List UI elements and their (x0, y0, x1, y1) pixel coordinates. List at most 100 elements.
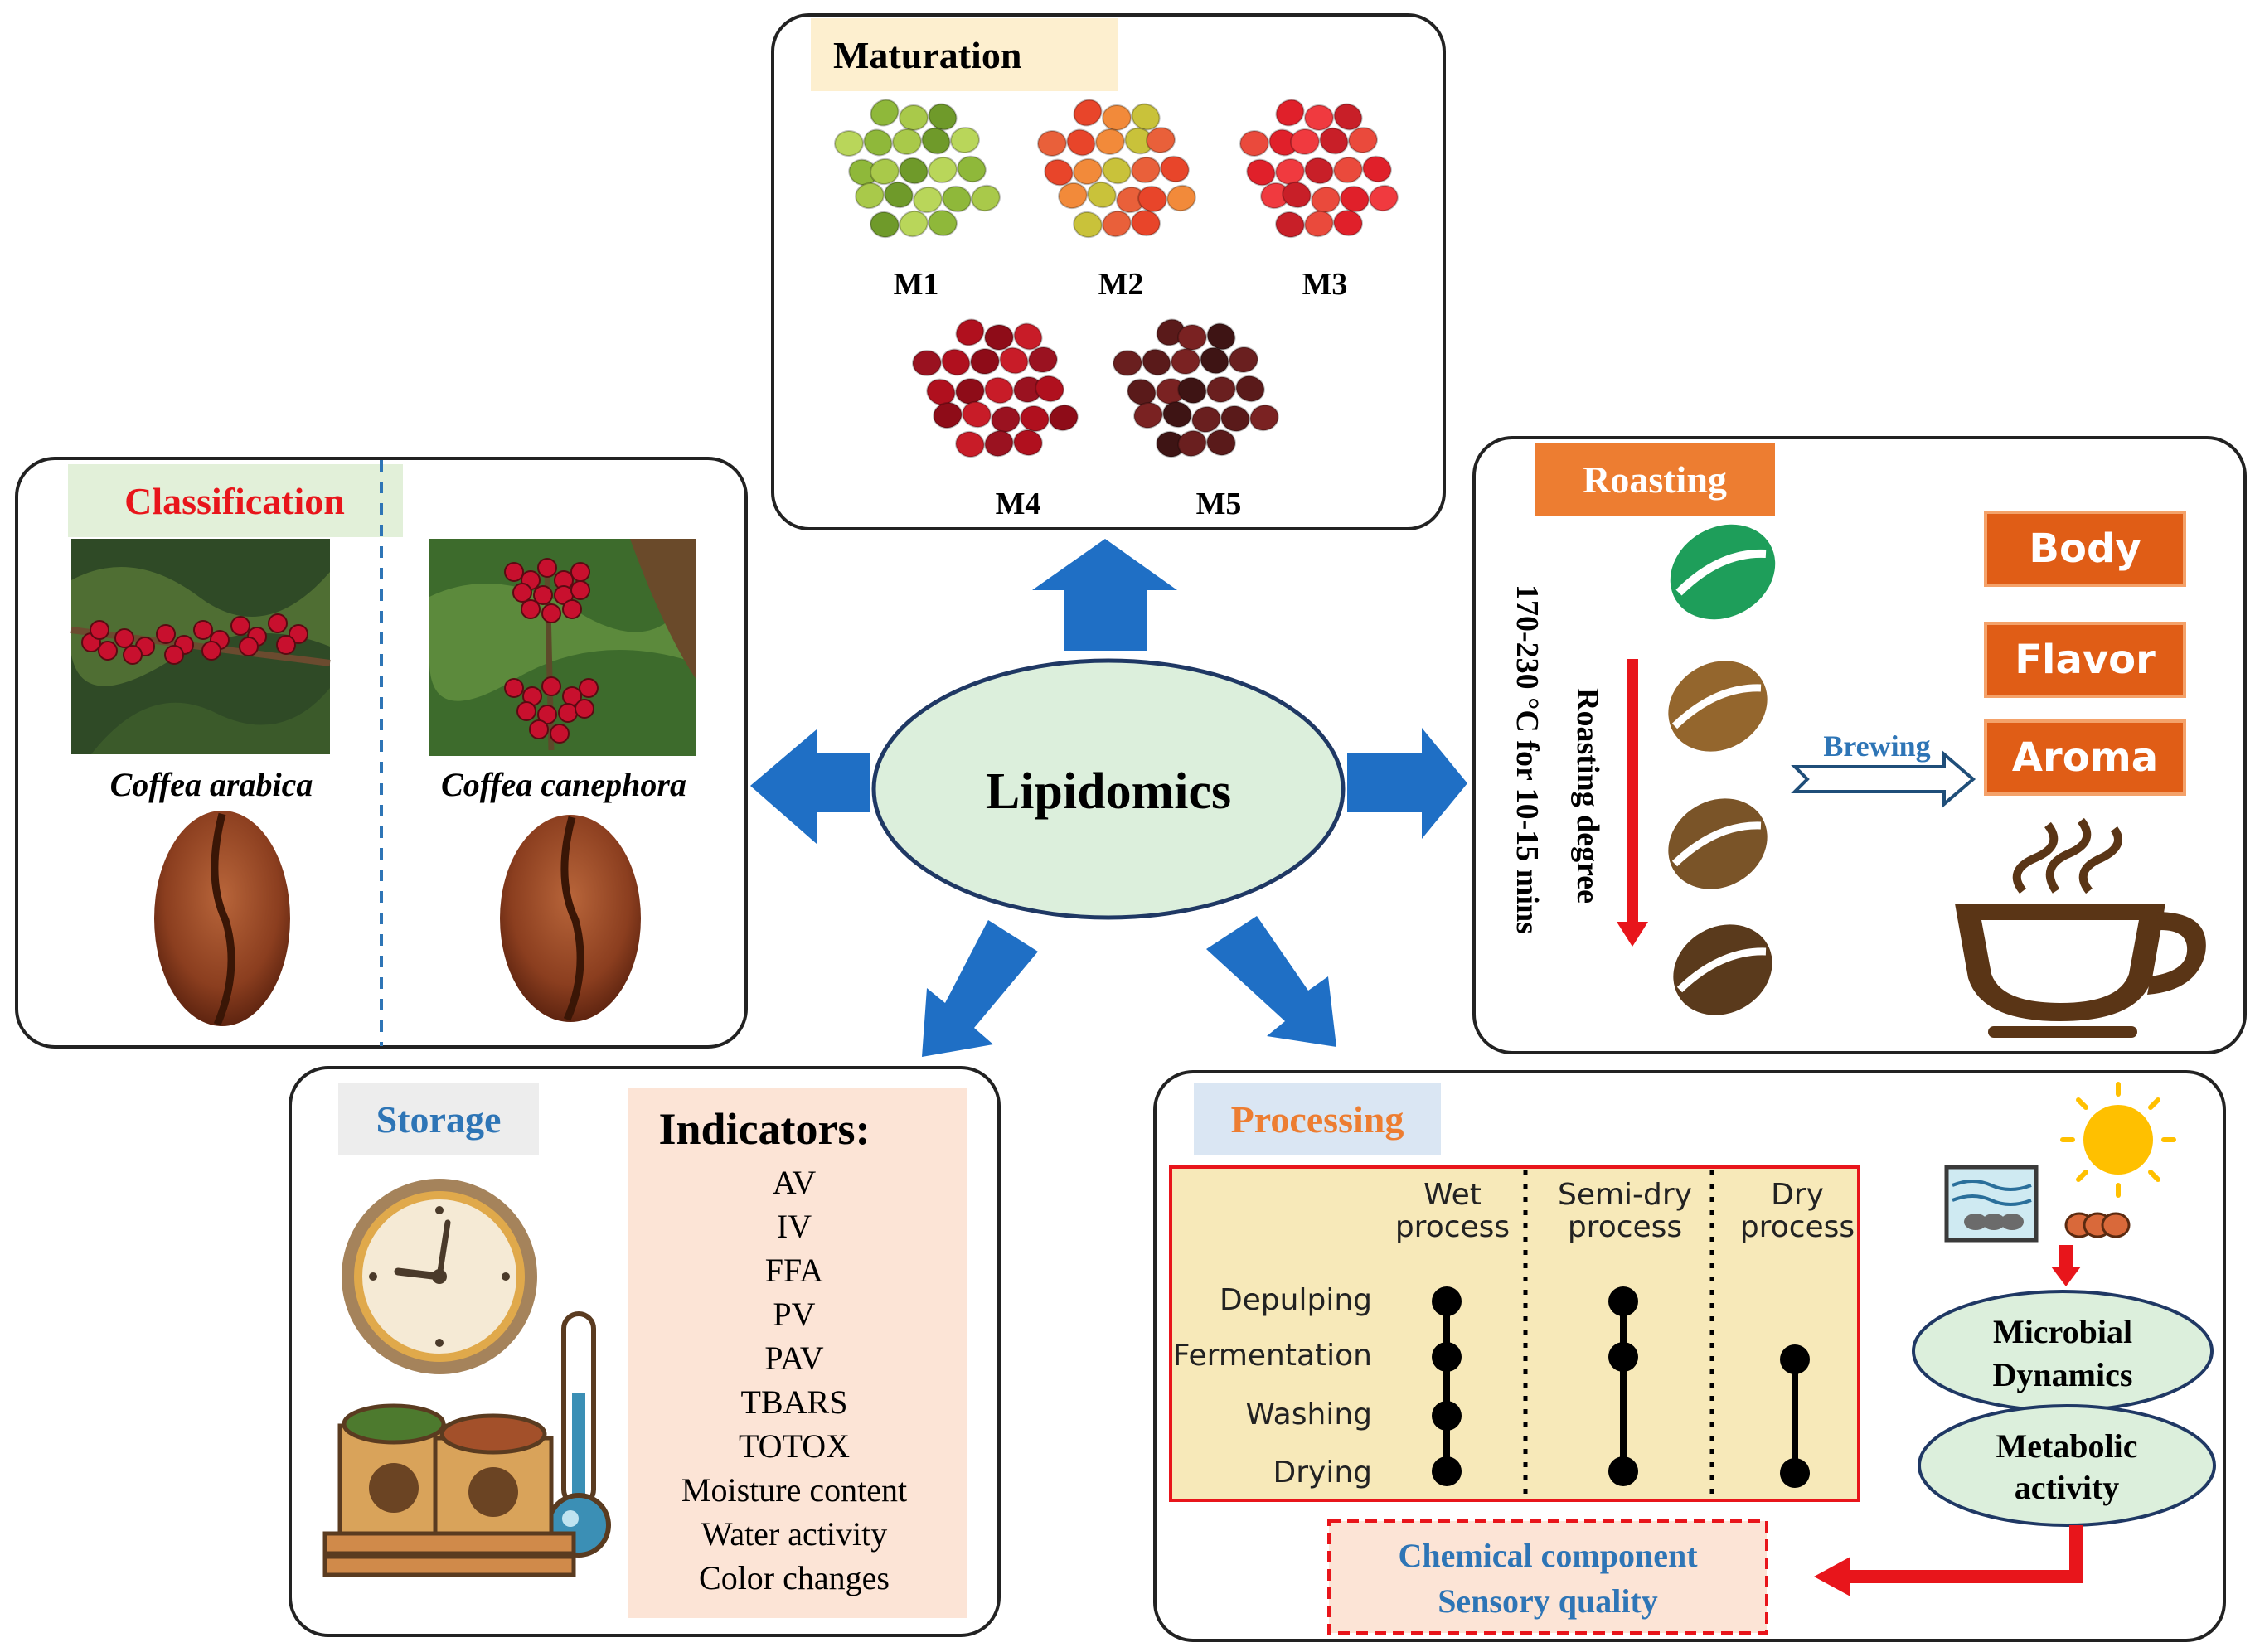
roasting-title-bg (1535, 443, 1775, 516)
cherry-cluster-m5 (1113, 318, 1279, 458)
cherry-cluster-m4 (912, 318, 1079, 458)
outcome-box: Chemical component Sensory quality (1327, 1519, 1768, 1635)
center-label: Lipidomics (986, 763, 1231, 820)
feedback-arrow (1814, 1525, 2083, 1596)
indicator-list: AV IV FFA PV PAV TBARS TOTOX Moisture contentWa… (681, 1164, 907, 1596)
arabica-plant-photo (70, 539, 331, 754)
method-dry-line1: Dry (1771, 1178, 1824, 1212)
step-drying: Drying (1273, 1456, 1373, 1490)
cherry-cluster-m2 (1037, 99, 1196, 239)
indicator-item: Moisture content (681, 1471, 907, 1509)
metabolic-line2: activity (2015, 1469, 2120, 1506)
roasting-degree-arrow (1617, 659, 1648, 947)
green-bean-icon (1670, 524, 1776, 620)
cherry-cluster-m3 (1239, 99, 1399, 239)
semidry-process-steps (1608, 1286, 1638, 1486)
metabolic-activity-node: Metabolic activity (1918, 1404, 2216, 1527)
maturation-title: Maturation (833, 34, 1021, 76)
arabica-bean-image (154, 811, 290, 1026)
indicator-item: IV (777, 1208, 812, 1245)
dark-roast-bean-icon (1673, 924, 1772, 1015)
step-fermentation: Fermentation (1173, 1339, 1372, 1373)
attribute-body: Body (1984, 511, 2186, 587)
step-depulping: Depulping (1220, 1283, 1372, 1317)
medium-roast-bean-icon (1668, 798, 1768, 889)
water-tank-icon (1944, 1165, 2039, 1243)
attribute-flavor: Flavor (1984, 622, 2186, 698)
brewing-label: Brewing (1823, 729, 1930, 763)
center-node: Lipidomics (871, 658, 1346, 920)
indicators-box (628, 1088, 967, 1618)
attribute-aroma: Aroma (1984, 719, 2186, 796)
coffee-sacks-icon (322, 1403, 576, 1577)
roasting-box (1472, 436, 2247, 1054)
step-washing: Washing (1245, 1398, 1372, 1432)
arrow-down-right (1206, 916, 1336, 1047)
roasting-temperature: 170-230 °C for 10-15 mins (1510, 584, 1545, 934)
outcome-sensory: Sensory quality (1438, 1582, 1658, 1620)
roasting-degree-label: Roasting degree (1570, 688, 1605, 904)
light-roast-bean-icon (1668, 661, 1768, 752)
down-arrow-to-microbial (2051, 1245, 2081, 1286)
arrow-left (750, 729, 870, 844)
outcome-chemical: Chemical component (1398, 1537, 1698, 1574)
attribute-body-label: Body (2029, 526, 2141, 572)
processing-title-bg (1194, 1083, 1441, 1155)
stage-label-m3: M3 (1302, 267, 1348, 302)
microbial-line1: Microbial (1993, 1313, 2132, 1350)
cherry-cluster-m1 (834, 99, 1001, 239)
metabolic-line1: Metabolic (1996, 1427, 2137, 1465)
indicator-item: TBARS (741, 1383, 848, 1421)
attribute-flavor-label: Flavor (2015, 637, 2156, 683)
stage-label-m5: M5 (1196, 487, 1242, 521)
classification-title-bg (68, 464, 403, 537)
thermometer-icon (546, 1311, 611, 1558)
indicator-item: AV (773, 1164, 817, 1201)
canephora-bean-image (500, 815, 641, 1022)
indicator-item: FFA (765, 1252, 824, 1289)
canephora-plant-photo (429, 539, 696, 756)
arrow-right (1347, 728, 1467, 839)
species-arabica: Coffea arabica (110, 766, 313, 803)
microbial-line2: Dynamics (1993, 1356, 2133, 1393)
classification-panel: Classification Coffea arabica Coffea can… (15, 457, 748, 1049)
method-wet-line2: process (1395, 1210, 1510, 1244)
storage-title: Storage (376, 1098, 502, 1141)
maturation-panel: Maturation M1 M2 M3 M4 M5 (771, 13, 1446, 530)
method-dry-line2: process (1740, 1210, 1855, 1244)
indicator-item: Color changes (699, 1559, 890, 1596)
maturation-title-bg (811, 18, 1118, 91)
clock-icon (342, 1179, 537, 1374)
processing-title: Processing (1231, 1098, 1404, 1141)
method-wet-line1: Wet (1423, 1178, 1482, 1212)
indicator-item: Water activity (701, 1515, 887, 1553)
drying-beans-icon (2064, 1212, 2131, 1238)
sun-icon (2060, 1082, 2176, 1198)
arrow-up (1032, 539, 1177, 651)
indicators-title: Indicators: (659, 1104, 870, 1154)
arrow-down-left (922, 920, 1038, 1057)
cherry-images (834, 99, 1399, 458)
method-semidry-line1: Semi-dry (1558, 1178, 1692, 1212)
coffee-cup-icon (1955, 817, 2206, 1038)
attribute-aroma-label: Aroma (2012, 734, 2158, 781)
indicator-item: PAV (764, 1340, 823, 1377)
stage-label-m4: M4 (996, 487, 1041, 521)
process-table (1169, 1165, 1860, 1502)
method-semidry-line2: process (1568, 1210, 1682, 1244)
stage-label-m2: M2 (1098, 267, 1144, 302)
processing-panel: Processing Wet process Semi-dry process … (1153, 1070, 2226, 1642)
wet-process-steps (1432, 1286, 1462, 1486)
species-canephora: Coffea canephora (441, 766, 686, 803)
classification-title: Classification (124, 480, 345, 522)
stage-label-m1: M1 (894, 267, 939, 302)
microbial-dynamics-node: Microbial Dynamics (1912, 1290, 2214, 1412)
roasting-title: Roasting (1583, 458, 1727, 501)
roasting-panel: Roasting 170-230 °C for 10-15 mins Roast… (1472, 436, 2247, 1054)
storage-panel: Storage Indicators: AV IV FFA PV PAV TBARS TOT… (289, 1066, 1001, 1637)
indicator-item: TOTOX (739, 1427, 850, 1465)
indicator-item: PV (773, 1296, 815, 1333)
brewing-arrow (1791, 750, 1976, 808)
